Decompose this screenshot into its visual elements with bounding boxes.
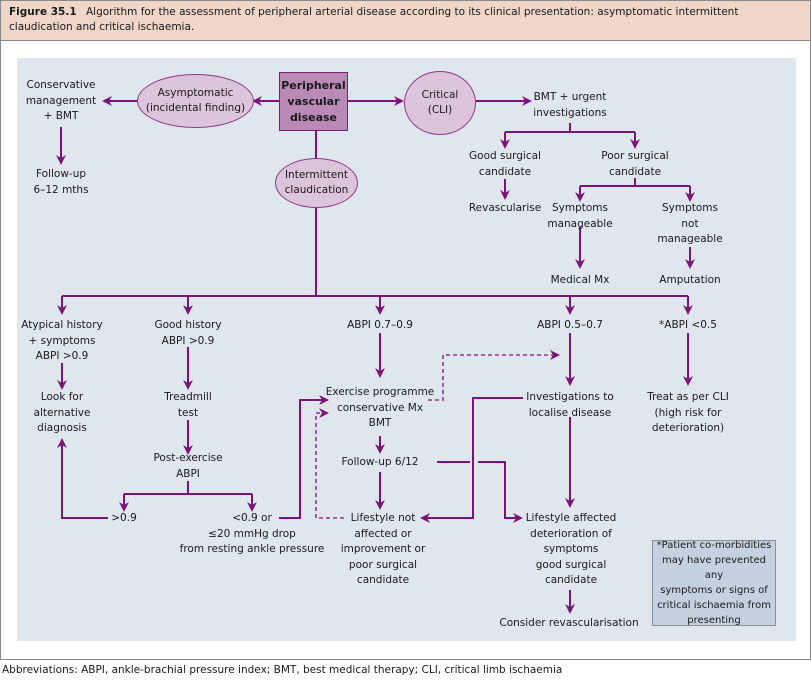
node-good-history: Good history ABPI >0.9 (154, 319, 222, 347)
node-atypical-history: Atypical history + symptoms ABPI >0.9 (21, 319, 103, 362)
intermittent-label: Intermittent claudication (284, 169, 349, 196)
node-investigations-localise: Investigations to localise disease (526, 391, 614, 419)
connector-layer (56, 96, 695, 614)
node-abpi-07-09: ABPI 0.7–0.9 (347, 319, 413, 331)
arrow-followup-to-lifestyle-affected (437, 461, 521, 518)
connector-bmt-split (505, 123, 635, 133)
node-exercise-programme: Exercise programme conservative Mx BMT (325, 386, 435, 429)
ellipse-asymptomatic: Asymptomatic (incidental finding) (137, 74, 254, 128)
node-amputation: Amputation (659, 274, 721, 286)
node-consider-revascularisation: Consider revascularisation (499, 617, 639, 629)
node-followup-6-12: Follow-up 6/12 (341, 456, 419, 468)
dashed-arrow-lifestyle-not-to-exercise (315, 408, 344, 519)
arrow-gt09-to-look-for-alternative (57, 438, 108, 519)
figure-label: Figure 35.1 (9, 6, 77, 18)
node-abpi-lt05: *ABPI <0.5 (659, 319, 717, 331)
connector-poor-split (580, 178, 690, 187)
abbreviations-line: Abbreviations: ABPI, ankle-brachial pres… (2, 664, 563, 676)
node-lt09-or-drop: <0.9 or ≤20 mmHg drop from resting ankle… (179, 512, 325, 555)
asymptomatic-label: Asymptomatic (incidental finding) (145, 87, 246, 114)
arrow-lt09-to-exercise-programme (279, 395, 329, 519)
node-post-exercise-abpi: Post-exercise ABPI (153, 452, 223, 480)
critical-label: Critical (CLI) (421, 89, 459, 116)
node-revascularise: Revascularise (468, 202, 542, 214)
node-gt09: >0.9 (111, 512, 137, 524)
node-medical-mx: Medical Mx (550, 274, 610, 286)
node-look-for-alternative-diagnosis: Look for alternative diagnosis (33, 391, 91, 434)
ellipse-intermittent-claudication: Intermittent claudication (275, 158, 358, 208)
connector-post-exercise-split (124, 481, 252, 495)
node-lifestyle-affected: Lifestyle affected deterioration of symp… (525, 512, 617, 586)
node-good-surgical-candidate: Good surgical candidate (469, 150, 541, 178)
connector-intermittent-split (62, 205, 688, 297)
node-symptoms-manageable: Symptoms manageable (547, 202, 613, 230)
node-treat-as-per-cli: Treat as per CLI (high risk for deterior… (647, 391, 729, 434)
footnote-box: *Patient co-morbidities may have prevent… (652, 540, 776, 626)
node-conservative-management: Conservative management + BMT (25, 79, 97, 122)
root-node-peripheral-vascular-disease: Peripheral vascular disease (279, 72, 348, 131)
node-followup-6-12-mths: Follow-up 6–12 mths (33, 168, 89, 196)
node-poor-surgical-candidate: Poor surgical candidate (601, 150, 669, 178)
caption-text: Algorithm for the assessment of peripher… (9, 6, 739, 33)
node-abpi-05-07: ABPI 0.5–0.7 (537, 319, 603, 331)
root-node-label: Peripheral vascular disease (281, 78, 346, 124)
dashed-arrow-exercise-to-investigations (428, 350, 560, 401)
figure-caption: Figure 35.1 Algorithm for the assessment… (1, 1, 810, 41)
footnote-text: *Patient co-morbidities may have prevent… (656, 540, 772, 626)
node-treadmill-test: Treadmill test (164, 391, 212, 419)
arrow-investigations-to-lifestyle-not (420, 397, 523, 523)
node-lifestyle-not-affected: Lifestyle not affected or improvement or… (340, 512, 426, 586)
node-bmt-urgent-investigations: BMT + urgent investigations (533, 91, 607, 119)
ellipse-critical: Critical (CLI) (404, 71, 476, 135)
node-symptoms-not-manageable: Symptoms not manageable (657, 202, 723, 245)
